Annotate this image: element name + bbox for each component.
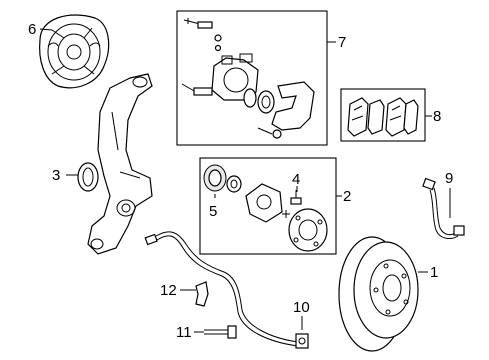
callout-1: 1 [430,264,438,281]
callout-7: 7 [338,34,346,51]
callout-10: 10 [293,299,310,316]
callout-5: 5 [209,203,217,220]
callout-4: 4 [292,171,300,188]
knuckle-part [87,73,153,255]
hub-group-box [199,157,337,255]
hub-bearing-part [203,164,328,252]
brake-hose-part [422,177,465,239]
seal-part [77,162,99,192]
brake-pads-part [347,97,419,137]
caliper-part [181,18,315,139]
brake-rotor-part [338,236,419,352]
backing-plate-part [39,14,110,89]
bolt-part [204,325,237,339]
abs-sensor-wire-part [144,231,309,349]
callout-11: 11 [176,324,192,341]
caliper-group-box [176,10,328,146]
wire-clip-part [195,281,209,307]
pads-group-box [340,88,426,142]
callout-12: 12 [160,282,177,299]
callout-6: 6 [28,21,36,38]
callout-8: 8 [433,108,441,125]
callout-9: 9 [445,170,453,187]
callout-6-leader [39,28,53,31]
callout-2: 2 [343,188,351,205]
callout-3: 3 [52,167,60,184]
